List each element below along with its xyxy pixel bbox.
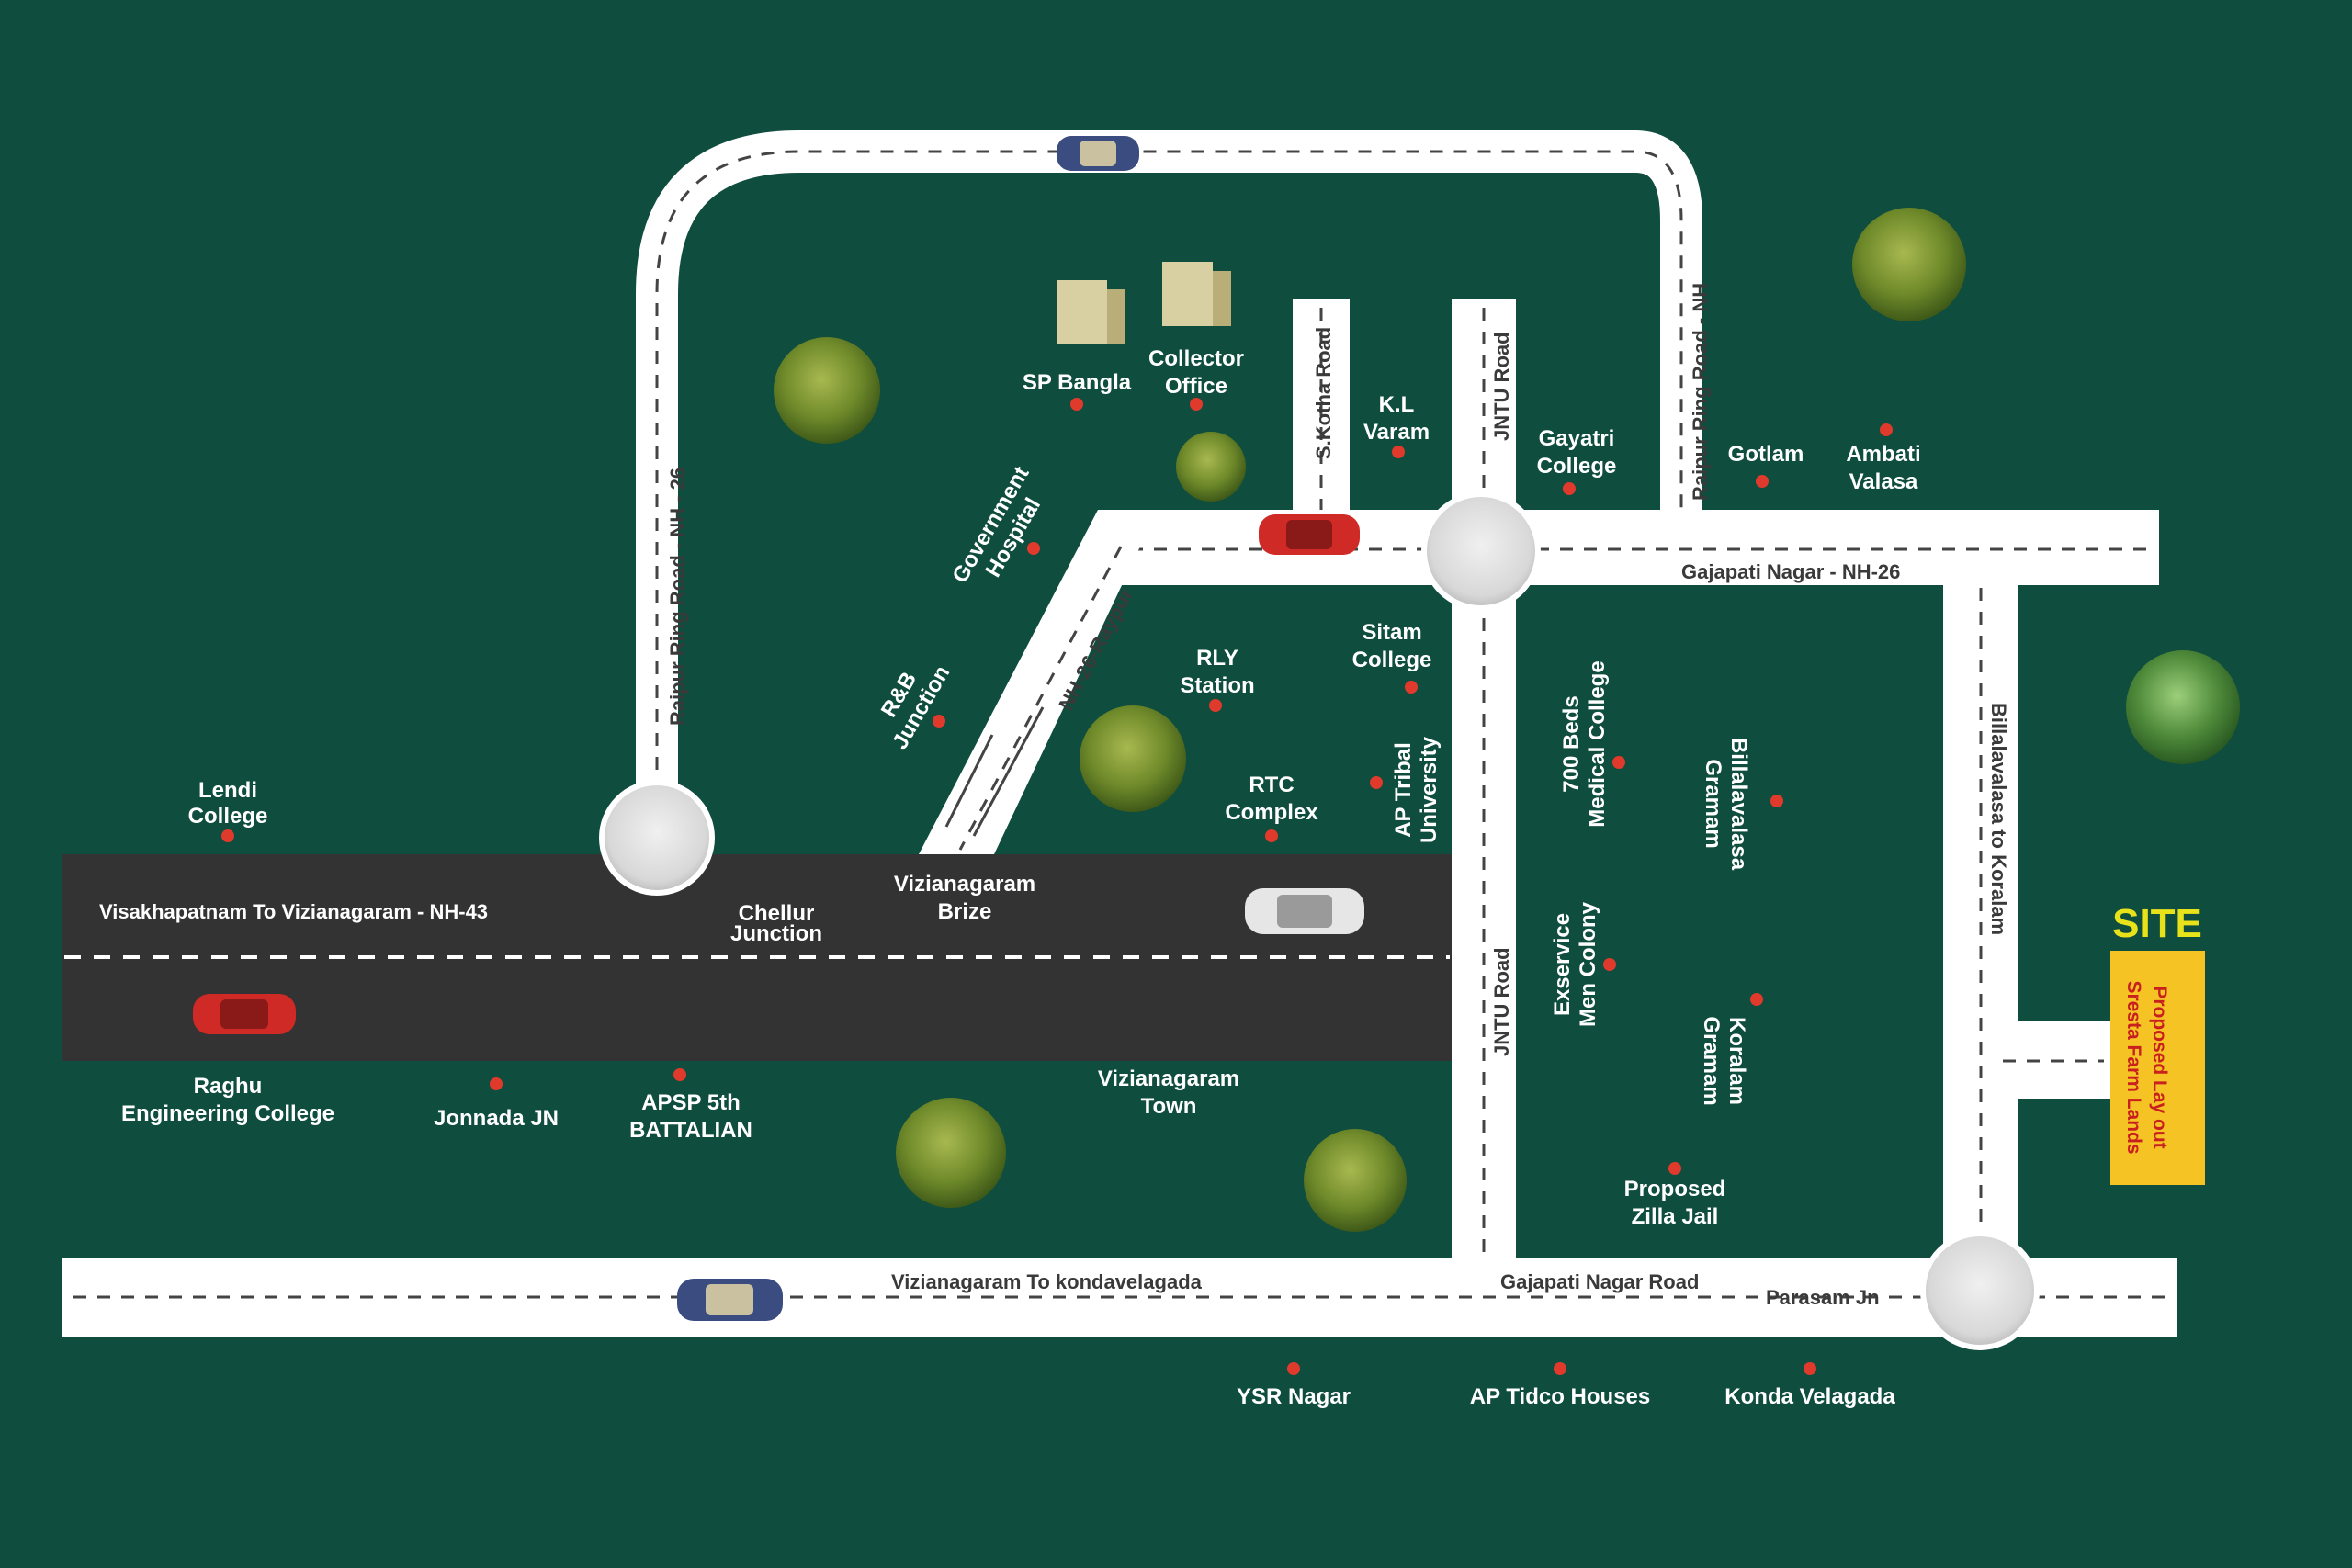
tree-icon <box>896 1098 1006 1208</box>
marker-dot <box>1209 699 1222 712</box>
label-exservice-men-colony: ExserviceMen Colony <box>1550 901 1600 1027</box>
car-icon <box>1057 136 1139 171</box>
marker-dot <box>1027 542 1040 555</box>
tree-icon <box>1176 432 1246 502</box>
marker-dot <box>1563 482 1576 495</box>
label-medical-college: 700 BedsMedical College <box>1559 660 1610 827</box>
label-koralam-gramam: KoralamGramam <box>1699 1016 1749 1105</box>
marker-dot <box>673 1068 686 1081</box>
location-markers <box>221 398 1893 1375</box>
marker-dot <box>1392 446 1405 458</box>
label-ap-tribal-university: AP TribalUniversity <box>1391 736 1442 843</box>
building-icon <box>1162 262 1231 326</box>
roundabout-jntu <box>1421 491 1541 611</box>
nh26-raypur-road <box>919 510 1158 854</box>
label-ysr-nagar: YSR Nagar <box>1237 1384 1351 1409</box>
trees <box>774 208 2240 1232</box>
road-label-billalavalasa: Billalavalasa to Koralam <box>1987 703 2010 935</box>
road-label-jntu-top: JNTU Road <box>1490 332 1513 441</box>
tree-icon <box>2126 650 2240 764</box>
roundabout-west <box>599 780 715 896</box>
marker-dot <box>1070 398 1083 411</box>
road-labels: Raipur Ring Road - NH - 26 Raipur Ring R… <box>666 283 2010 1309</box>
road-label-parasam: Parasam Jn <box>1766 1286 1880 1309</box>
roundabout-parasam <box>1920 1231 2040 1350</box>
road-label-raipur-right: Raipur Ring Road - NH <box>1689 283 1712 501</box>
car-icon <box>1259 514 1360 555</box>
cars <box>193 136 1364 1321</box>
marker-dot <box>1405 681 1418 694</box>
car-icon <box>677 1279 783 1321</box>
road-label-vizianagaram-kondavelagada: Vizianagaram To kondavelagada <box>891 1270 1203 1293</box>
marker-dot <box>221 829 234 842</box>
marker-dot <box>1612 756 1625 769</box>
marker-dot <box>1265 829 1278 842</box>
label-konda-velagada: Konda Velagada <box>1724 1384 1895 1409</box>
label-jonnada-jn: Jonnada JN <box>434 1106 559 1131</box>
site-title: SITE <box>2112 901 2202 946</box>
marker-dot <box>1554 1362 1566 1375</box>
site-box-text: Proposed Lay outSresta Farm Lands <box>2123 980 2170 1154</box>
site-box <box>2110 951 2205 1185</box>
marker-dot <box>1750 993 1763 1006</box>
marker-dot <box>1880 423 1893 436</box>
tree-icon <box>1304 1129 1407 1232</box>
marker-dot <box>1190 398 1203 411</box>
road-network <box>62 130 2177 1337</box>
label-ap-tidco-houses: AP Tidco Houses <box>1470 1384 1651 1409</box>
billalavalasa-road <box>1943 585 2018 1297</box>
label-billalavalasa-gramam: BillalavalasaGramam <box>1701 738 1751 871</box>
highway-label: Visakhapatnam To Vizianagaram - NH-43 <box>99 900 488 923</box>
marker-dot <box>1770 795 1783 807</box>
car-icon <box>193 994 296 1034</box>
marker-dot <box>1370 776 1383 789</box>
site-marker: SITE Proposed Lay outSresta Farm Lands <box>2110 901 2205 1185</box>
gajapati-nh26-road <box>1098 510 2159 585</box>
marker-dot <box>1287 1362 1300 1375</box>
road-label-s-kotha: S.Kotha Road <box>1312 327 1335 459</box>
road-label-raipur-left: Raipur Ring Road - NH - 26 <box>666 468 689 726</box>
label-gotlam: Gotlam <box>1728 442 1804 467</box>
marker-dot <box>933 715 945 728</box>
marker-dot <box>1668 1162 1681 1175</box>
jntu-road <box>1452 299 1516 1263</box>
roundabouts <box>599 491 2040 1350</box>
tree-icon <box>1852 208 1966 321</box>
road-label-gajapati-nagar-road: Gajapati Nagar Road <box>1500 1270 1699 1293</box>
car-icon <box>1245 888 1364 934</box>
buildings <box>1057 262 1231 344</box>
highway-nh43: Visakhapatnam To Vizianagaram - NH-43 <box>62 854 1452 1061</box>
road-label-gajapati-nh26: Gajapati Nagar - NH-26 <box>1681 560 1900 583</box>
road-label-jntu-bottom: JNTU Road <box>1490 947 1513 1056</box>
marker-dot <box>1603 958 1616 971</box>
label-sp-bangla: SP Bangla <box>1023 370 1132 395</box>
marker-dot <box>490 1077 503 1090</box>
tree-icon <box>774 337 880 444</box>
marker-dot <box>1756 475 1769 488</box>
tree-icon <box>1080 705 1186 812</box>
building-icon <box>1057 280 1125 344</box>
marker-dot <box>1804 1362 1816 1375</box>
